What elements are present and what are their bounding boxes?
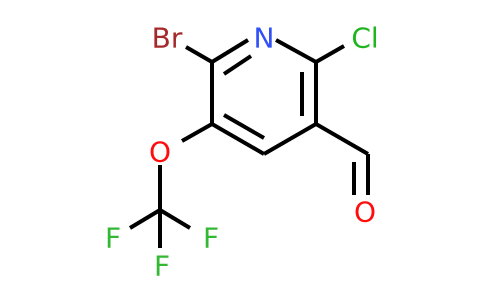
bond-c5-c4	[263, 122, 317, 156]
bond-c-f-left	[128, 208, 162, 230]
atom-chlorine: Cl	[351, 22, 378, 55]
atom-fluorine-left: F	[105, 222, 121, 255]
atom-bromine: Br	[152, 22, 183, 55]
bond-c5-cho	[315, 122, 369, 156]
atom-aldehyde-oxygen: O	[354, 196, 376, 229]
atom-fluorine-right: F	[203, 222, 219, 255]
bond-c4-c3-double	[223, 113, 265, 140]
bonds	[128, 38, 370, 248]
bond-c3-o	[181, 122, 213, 143]
bond-c2-br	[185, 45, 213, 64]
bond-c2-n1-double	[222, 54, 253, 76]
bond-c4-c3	[211, 122, 265, 156]
atom-ether-oxygen: O	[149, 136, 171, 169]
bond-n1-c6	[275, 38, 317, 64]
bond-c-f-right	[158, 208, 192, 230]
atom-nitrogen: N	[254, 22, 275, 55]
bond-c2-n1	[210, 38, 250, 64]
atom-fluorine-bottom: F	[154, 250, 170, 283]
bond-c6-cl	[315, 44, 345, 64]
atom-labels: Br N Cl O O F F F	[105, 22, 379, 283]
